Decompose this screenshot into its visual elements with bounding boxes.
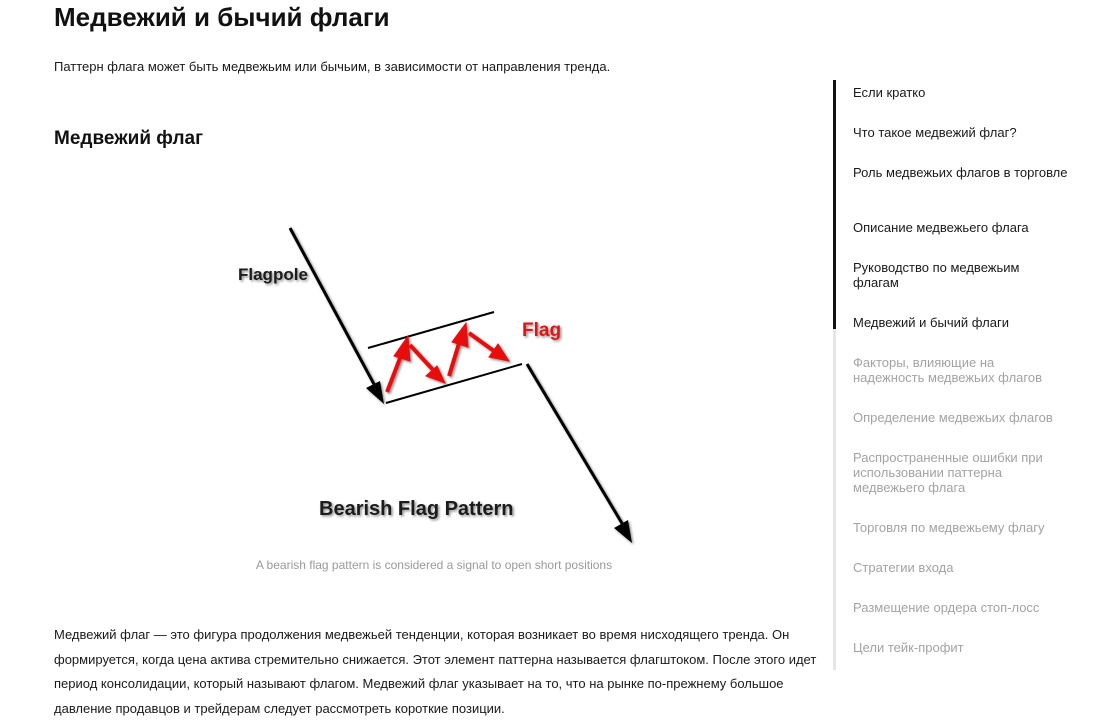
section-title: Медвежий флаг <box>54 128 204 149</box>
breakdown-arrow <box>525 363 632 543</box>
toc-progress-indicator <box>833 80 836 329</box>
toc-item-common-mistakes[interactable]: Распространенные ошибки при использовани… <box>853 450 1043 495</box>
toc-item-description[interactable]: Описание медвежьего флага <box>853 220 1029 235</box>
flag-zigzag-arrows <box>385 321 511 393</box>
toc-item-identification[interactable]: Определение медвежьих флагов <box>853 410 1053 425</box>
intro-paragraph: Паттерн флага может быть медвежьим или б… <box>54 59 611 74</box>
toc-item-role-in-trading[interactable]: Роль медвежьих флагов в торговле <box>853 165 1068 180</box>
toc-progress-rail <box>833 80 836 670</box>
bearish-flag-diagram: Flagpole Flag Bearish Flag Pattern <box>238 227 632 543</box>
toc-item-reliability-factors[interactable]: Факторы, влияющие на надежность медвежьи… <box>853 355 1042 385</box>
toc-item-bearish-vs-bullish[interactable]: Медвежий и бычий флаги <box>853 315 1009 330</box>
toc-item-what-is-bearish-flag[interactable]: Что такое медвежий флаг? <box>853 125 1017 140</box>
toc-item-trading[interactable]: Торговля по медвежьему флагу <box>853 520 1045 535</box>
figure-caption: A bearish flag pattern is considered a s… <box>255 558 613 572</box>
pattern-title-label: Bearish Flag Pattern <box>319 498 514 520</box>
flagpole-label: Flagpole <box>238 265 308 284</box>
toc-item-take-profit[interactable]: Цели тейк-профит <box>853 640 964 655</box>
toc-item-guide[interactable]: Руководство по медвежьим флагам <box>853 260 1020 290</box>
page-title: Медвежий и бычий флаги <box>54 2 390 32</box>
bearish-flag-figure: Flagpole Flag Bearish Flag Pattern A bea… <box>54 190 814 590</box>
flagpole-arrow <box>288 227 384 404</box>
flag-lower-channel-line <box>385 363 523 404</box>
toc-item-entry-strategies[interactable]: Стратегии входа <box>853 560 954 575</box>
flag-upper-channel-line <box>367 311 495 349</box>
toc-item-if-briefly[interactable]: Если кратко <box>853 85 926 100</box>
flag-label: Flag <box>522 320 561 341</box>
toc-item-stop-loss[interactable]: Размещение ордера стоп-лосс <box>853 600 1040 615</box>
article-paragraph: Медвежий флаг — это фигура продолжения м… <box>54 627 817 716</box>
